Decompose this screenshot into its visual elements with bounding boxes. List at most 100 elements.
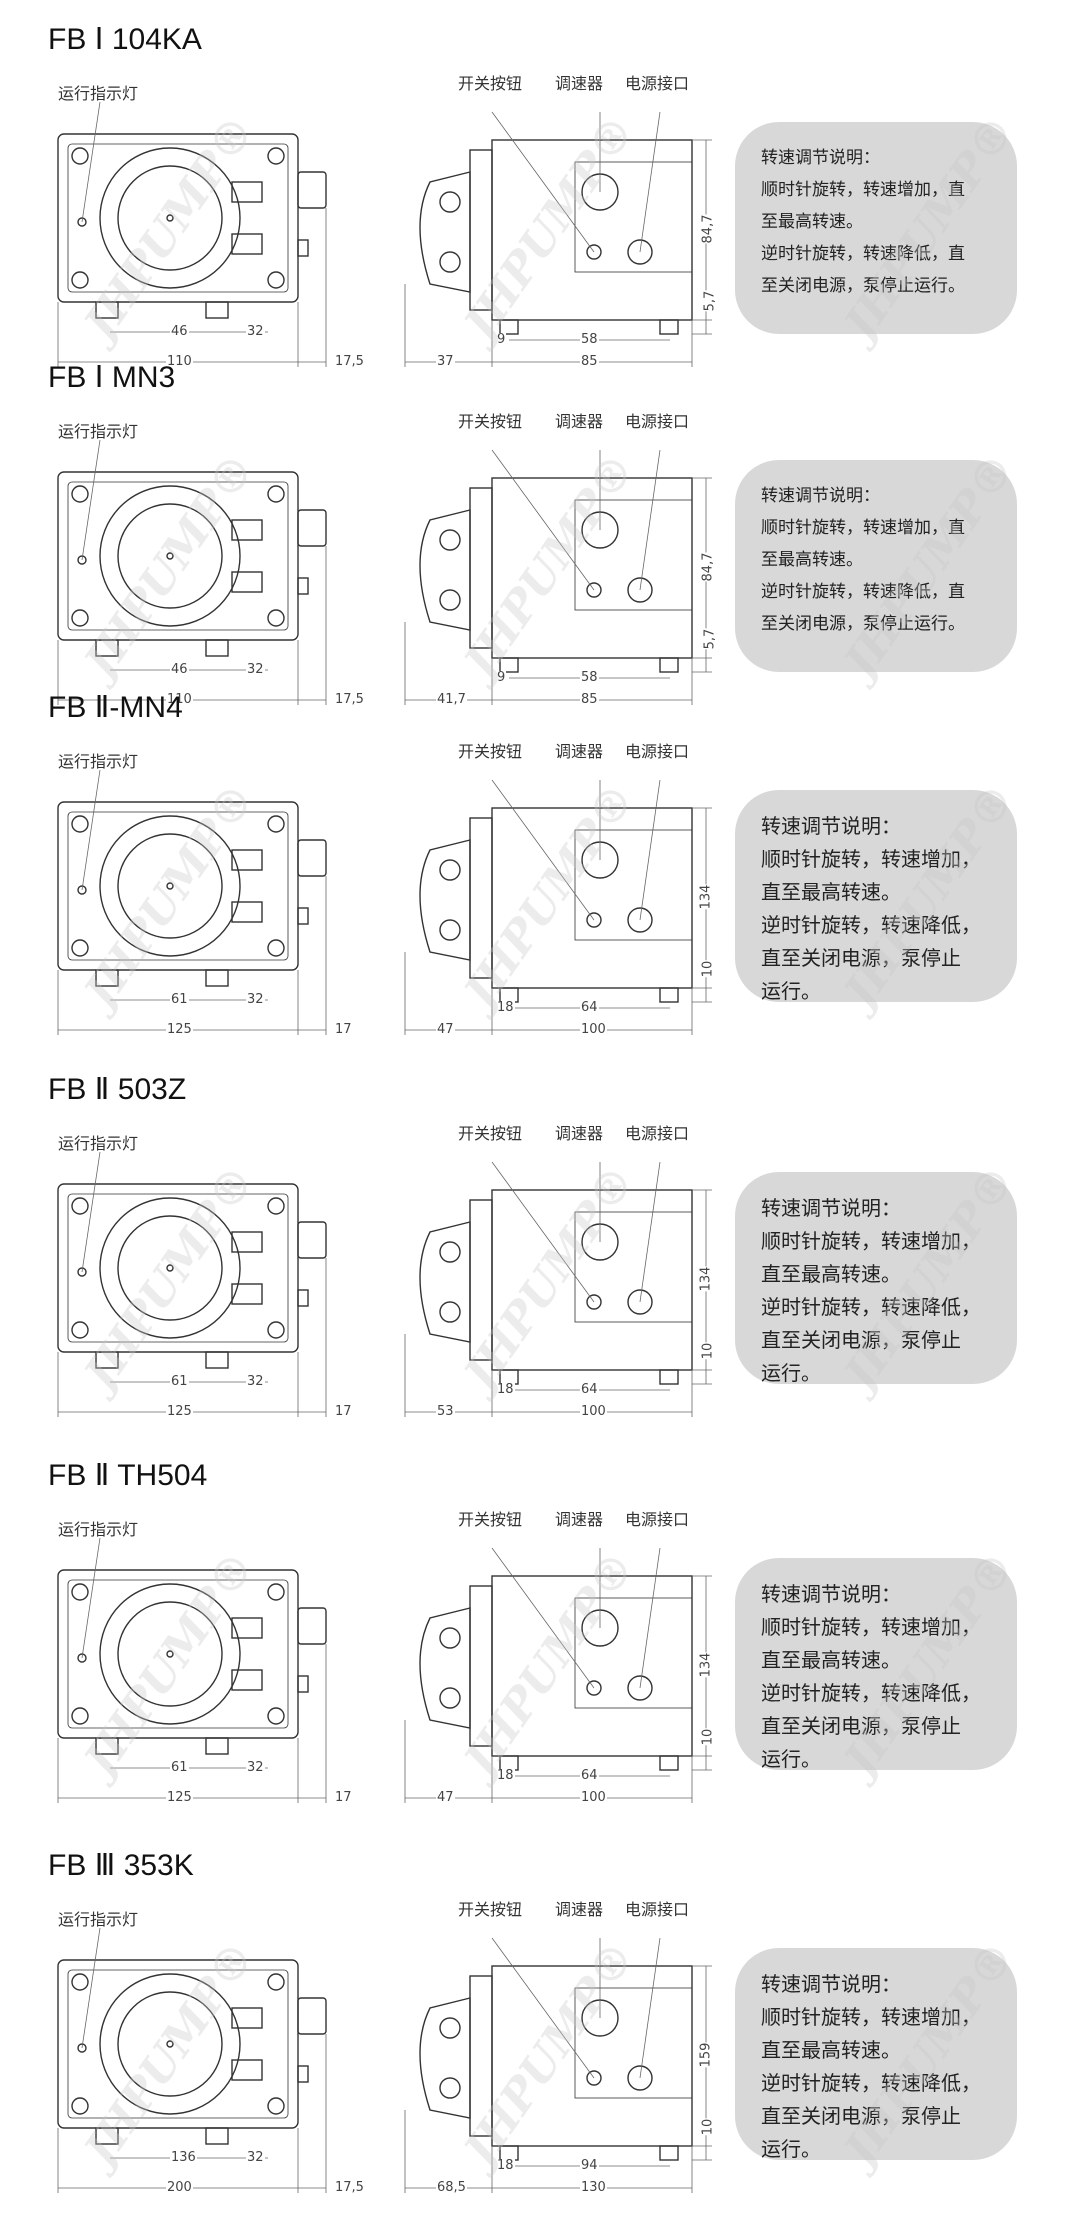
note-line: 转速调节说明： [761,814,901,838]
dim-side-front: 68,5 [436,2180,467,2195]
dim-front-b: 32 [246,2150,265,2165]
pump-section: FB Ⅱ TH504 运行指示灯 开关按钮 调速器 电源接口 61 32 125… [0,1458,1080,1838]
model-title: FB Ⅱ TH504 [48,1459,208,1492]
dim-front-a: 136 [170,2150,197,2165]
note-line: 顺时针旋转，转速增加， [761,1615,981,1639]
power-port [627,2065,653,2091]
pump-section: FB Ⅱ-MN4 运行指示灯 开关按钮 调速器 电源接口 61 32 125 1… [0,690,1080,1070]
dim-height: 134 [698,1652,714,1678]
dim-side-a: 9 [496,332,507,347]
dim-front-a: 61 [170,1760,189,1775]
power-port [627,577,653,603]
note-line: 运行。 [761,979,821,1003]
note-line: 运行。 [761,1747,821,1771]
note-line: 直至关闭电源，泵停止 [761,2104,961,2128]
dim-side-depth: 85 [580,692,599,707]
speed-label: 调速器 [555,1124,604,1143]
note-line: 顺时针旋转，转速增加， [761,2005,981,2029]
note-line: 转速调节说明： [761,1582,901,1606]
note-line: 顺时针旋转，转速增加，直 [761,180,965,200]
pump-section: FB Ⅰ MN3 运行指示灯 开关按钮 调速器 电源接口 46 32 110 1… [0,360,1080,740]
note-line: 至最高转速。 [761,212,863,232]
note-line: 转速调节说明： [761,1972,901,1996]
dim-front-ext: 17,5 [334,692,365,707]
side-view [419,1189,693,1385]
power-label: 电源接口 [625,1900,690,1919]
dim-front-ext: 17 [334,1022,353,1037]
dim-front-a: 61 [170,992,189,1007]
note-line: 至关闭电源，泵停止运行。 [761,614,965,634]
front-view [57,1959,327,2145]
dim-side-a: 18 [496,2158,515,2173]
note-line: 至关闭电源，泵停止运行。 [761,276,965,296]
pump-section: FB Ⅱ 503Z 运行指示灯 开关按钮 调速器 电源接口 61 32 125 … [0,1072,1080,1452]
model-title: FB Ⅲ 353K [48,1849,194,1882]
note-line: 顺时针旋转，转速增加， [761,1229,981,1253]
switch-label: 开关按钮 [458,74,523,93]
dim-front-ext: 17 [334,1790,353,1805]
note-line: 逆时针旋转，转速降低， [761,1681,981,1705]
speed-adjust-note: 转速调节说明：顺时针旋转，转速增加，直至最高转速。逆时针旋转，转速降低，直至关闭… [735,790,1017,1003]
dim-height: 134 [698,1266,714,1292]
pump-drawing [57,1537,712,1803]
dim-front-a: 61 [170,1374,189,1389]
model-title: FB Ⅱ-MN4 [48,691,183,724]
note-line: 逆时针旋转，转速降低，直 [761,582,965,602]
speed-adjust-note: 转速调节说明：顺时针旋转，转速增加，直至最高转速。逆时针旋转，转速降低，直至关闭… [735,460,1017,672]
dim-front-ext: 17 [334,1404,353,1419]
switch-label: 开关按钮 [458,412,523,431]
dim-side-front: 47 [436,1790,455,1805]
indicator-label: 运行指示灯 [58,752,139,771]
front-view [57,471,327,657]
front-view [57,133,327,319]
dim-front-ext: 17,5 [334,2180,365,2195]
speed-label: 调速器 [555,412,604,431]
dim-foot: 10 [700,1728,716,1746]
note-line: 直至关闭电源，泵停止 [761,946,961,970]
indicator-light [77,1653,87,1663]
power-label: 电源接口 [625,412,690,431]
switch-label: 开关按钮 [458,1900,523,1919]
switch-button [586,1680,602,1696]
dim-foot: 10 [700,2118,716,2136]
speed-adjust-note: 转速调节说明：顺时针旋转，转速增加，直至最高转速。逆时针旋转，转速降低，直至关闭… [735,1172,1017,1385]
dim-side-b: 64 [580,1382,599,1397]
front-view [57,1183,327,1369]
dim-front-ext: 17,5 [334,354,365,369]
dim-front-b: 32 [246,992,265,1007]
dim-front-width: 110 [166,354,193,369]
note-line: 直至最高转速。 [761,2038,901,2062]
dim-side-front: 37 [436,354,455,369]
dim-foot: 5,7 [702,290,718,312]
note-line: 直至关闭电源，泵停止 [761,1714,961,1738]
dim-side-depth: 85 [580,354,599,369]
note-line: 直至关闭电源，泵停止 [761,1328,961,1352]
speed-adjust-note: 转速调节说明：顺时针旋转，转速增加，直至最高转速。逆时针旋转，转速降低，直至关闭… [735,122,1017,334]
dim-front-a: 46 [170,324,189,339]
switch-label: 开关按钮 [458,1124,523,1143]
speed-label: 调速器 [555,1510,604,1529]
dim-side-depth: 100 [580,1790,607,1805]
indicator-label: 运行指示灯 [58,1134,139,1153]
dim-height: 84,7 [700,214,716,244]
dim-side-a: 18 [496,1382,515,1397]
side-view [419,807,693,1003]
power-port [627,1675,653,1701]
indicator-label: 运行指示灯 [58,84,139,103]
power-label: 电源接口 [625,742,690,761]
side-view [419,1575,693,1771]
dim-foot: 5,7 [702,628,718,650]
switch-button [586,1294,602,1310]
dim-height: 134 [698,884,714,910]
note-line: 逆时针旋转，转速降低， [761,1295,981,1319]
note-line: 运行。 [761,1361,821,1385]
speed-adjust-note: 转速调节说明：顺时针旋转，转速增加，直至最高转速。逆时针旋转，转速降低，直至关闭… [735,1558,1017,1771]
dim-front-width: 125 [166,1404,193,1419]
dim-side-a: 9 [496,670,507,685]
note-line: 逆时针旋转，转速降低，直 [761,244,965,264]
note-line: 转速调节说明： [761,486,880,506]
side-view [419,139,693,335]
indicator-light [77,1267,87,1277]
dim-front-width: 125 [166,1022,193,1037]
indicator-label: 运行指示灯 [58,1910,139,1929]
